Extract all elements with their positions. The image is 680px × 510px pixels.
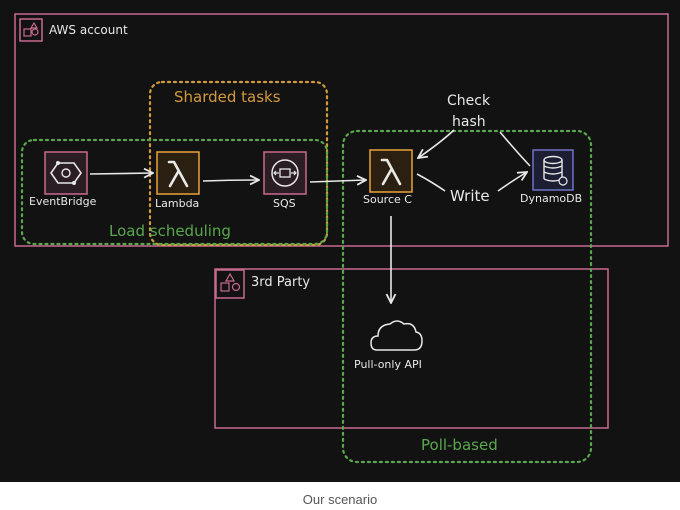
poll-based-label: Poll-based — [421, 436, 498, 454]
third-party-frame — [214, 268, 609, 429]
third-party-icon — [215, 269, 245, 299]
eventbridge-label: EventBridge — [29, 195, 97, 208]
aws-account-icon — [19, 18, 43, 42]
arrow-lambda-to-sqs — [202, 180, 259, 181]
sqs-icon — [263, 151, 307, 195]
load-scheduling-label: Load scheduling — [109, 222, 231, 240]
arrow-sqs-to-source-c — [309, 180, 366, 182]
arrow-check-hash-to-source-c — [418, 129, 455, 158]
dynamodb-label: DynamoDB — [520, 192, 583, 205]
diagram-canvas: AWS account 3rd Party Sharded tasks Load… — [0, 0, 680, 482]
cloud-icon — [370, 320, 423, 351]
check-hash-label-line2: hash — [452, 114, 486, 130]
arrow-write-to-dynamodb — [497, 172, 527, 192]
source-c-lambda-icon — [369, 149, 413, 193]
aws-account-label: AWS account — [49, 23, 128, 37]
arrow-eventbridge-to-lambda — [89, 173, 153, 174]
sqs-label: SQS — [273, 197, 296, 210]
lambda-icon — [156, 151, 200, 195]
source-c-label: Source C — [363, 193, 412, 206]
aws-account-frame — [14, 13, 669, 247]
api-label: Pull-only API — [354, 358, 422, 371]
poll-based-group — [341, 129, 593, 464]
dynamodb-icon — [532, 149, 574, 191]
line-dynamodb-to-check-hash — [499, 131, 531, 167]
lambda-label: Lambda — [155, 197, 200, 210]
eventbridge-icon — [44, 151, 88, 195]
check-hash-label-line1: Check — [447, 93, 491, 109]
figure-caption: Our scenario — [302, 492, 378, 507]
sharded-tasks-label: Sharded tasks — [174, 88, 281, 106]
line-source-c-to-write — [416, 173, 446, 192]
third-party-label: 3rd Party — [251, 275, 311, 290]
write-label: Write — [450, 187, 490, 205]
diagram-graphics — [14, 13, 669, 464]
load-scheduling-group — [20, 138, 329, 246]
